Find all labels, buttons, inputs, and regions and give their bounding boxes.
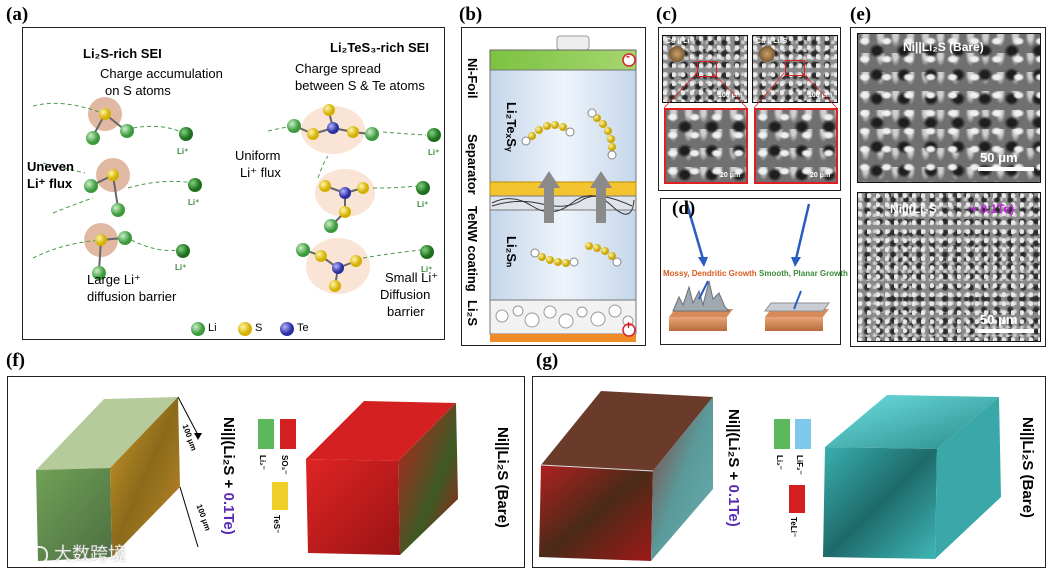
- sem-bare-scalebar: [978, 167, 1034, 171]
- sem-cu-li-zoom: 20 μm: [664, 108, 748, 184]
- plus-sign: +: [625, 318, 632, 332]
- li2tes3-sei-title: Li₂TeS₃-rich SEI: [330, 40, 429, 55]
- right-note-1: Charge spread: [295, 61, 381, 76]
- panel-c-label: (c): [656, 4, 677, 26]
- cu-li2s-scale: 100 μm: [808, 92, 832, 99]
- panel-e-frame: Ni||Li₂S (Bare) 50 μm Ni||(Li₂S + 0.1Te)…: [850, 27, 1046, 347]
- legend-lif2-label: LiF₂⁻: [795, 455, 804, 475]
- f-bare-label: Ni||Li₂S (Bare): [494, 427, 511, 528]
- legend-li-atom: [191, 322, 205, 336]
- legend-s-atom: [238, 322, 252, 336]
- sem-te: Ni||(Li₂S + 0.1Te) 50 μm: [857, 192, 1041, 342]
- left-note-1: Charge accumulation: [100, 66, 223, 81]
- battery-diagram: [462, 28, 645, 345]
- legend-teli-label: TeLi⁻: [789, 517, 798, 537]
- separator-label: Separator: [465, 134, 480, 195]
- tof-sims-cubes-g: [533, 377, 1045, 567]
- mossy-growth-label: Mossy, Dendritic Growth: [663, 269, 757, 278]
- legend-te-label: Te: [297, 322, 309, 334]
- legend-teli-swatch: [789, 485, 805, 513]
- panel-d-frame: Mossy, Dendritic Growth Smooth, Planar G…: [660, 198, 841, 345]
- sem-cu-li2s-zoom: 20 μm: [754, 108, 838, 184]
- sem-bare-scale: 50 μm: [980, 150, 1018, 165]
- left-note-2: on S atoms: [105, 83, 171, 98]
- panel-f-label: (f): [6, 350, 25, 372]
- tof-sims-cubes-f: [8, 377, 524, 567]
- large-barrier-1: Large Li⁺: [87, 272, 141, 288]
- watermark-logo-icon: [10, 546, 48, 564]
- panel-a-frame: Li₂S-rich SEI Charge accumulation on S a…: [22, 27, 445, 340]
- small-barrier-3: barrier: [387, 304, 425, 319]
- sem-bare-title: Ni||Li₂S (Bare): [903, 40, 984, 54]
- panel-a-label: (a): [6, 4, 28, 26]
- li-ion-label-3: Li⁺: [175, 263, 186, 272]
- sem-te-scale: 50 μm: [980, 312, 1018, 327]
- g-side-label-a: Ni||(Li₂S + 0.1Te): [725, 409, 742, 527]
- li2tes-label: Li₂TeₓSᵧ: [504, 102, 519, 152]
- cu-li-zoom-scale: 20 μm: [720, 172, 740, 179]
- li2sn-label: Li₂Sₙ: [504, 236, 519, 267]
- cu-li-label: Cu || Li: [666, 38, 689, 45]
- li2tes3-cluster-2: [315, 156, 418, 233]
- panel-c-frame: Cu || Li 100 μm Cu || Li₂S 100 μm 20 μm …: [658, 27, 841, 191]
- panel-g-label: (g): [536, 350, 558, 372]
- sem-cu-li2s-top: Cu || Li₂S 100 μm: [752, 35, 838, 103]
- li-ion-label-6: Li⁺: [421, 265, 432, 274]
- cu-li2s-zoom-box: [785, 60, 805, 76]
- cu-li2s-label: Cu || Li₂S: [756, 38, 787, 45]
- li-ion-label-4: Li⁺: [428, 148, 439, 157]
- legend-so3-label: SO₃⁻: [280, 455, 289, 474]
- large-barrier-2: diffusion barrier: [87, 289, 176, 304]
- panel-b-label: (b): [459, 4, 482, 26]
- uneven-label-2: Li⁺ flux: [27, 176, 72, 192]
- cu-li-photo: [669, 46, 685, 62]
- cu-li2s-photo: [759, 46, 775, 62]
- uniform-label-2: Li⁺ flux: [240, 165, 281, 181]
- li-ion-label-1: Li⁺: [177, 147, 188, 156]
- planar-growth-label: Smooth, Planar Growth: [759, 269, 848, 278]
- li2s-cluster-2: [84, 158, 193, 217]
- f-side-label-a: Ni||(Li₂S + 0.1Te): [220, 417, 237, 535]
- tenw-label: TeNW coating: [465, 206, 480, 292]
- li2tes3-cluster-1: [268, 104, 379, 154]
- watermark: 大数跨境: [10, 540, 126, 566]
- g-bare-label: Ni||Li₂S (Bare): [1019, 417, 1036, 518]
- sem-te-scalebar: [978, 329, 1034, 333]
- li-ion-label-5: Li⁺: [417, 200, 428, 209]
- li2s-cluster-1: [33, 97, 183, 145]
- legend-tes-swatch: [272, 482, 288, 510]
- panel-e-label: (e): [850, 4, 871, 26]
- li2s-sei-title: Li₂S-rich SEI: [83, 46, 162, 61]
- legend-s-label: S: [255, 322, 262, 334]
- sem-bare: Ni||Li₂S (Bare) 50 μm: [857, 33, 1041, 183]
- cu-li-scale: 100 μm: [718, 92, 742, 99]
- legend-li2-label: Li₂⁻: [258, 455, 267, 470]
- right-note-2: between S & Te atoms: [295, 78, 425, 93]
- panel-d-label: (d): [672, 198, 695, 220]
- legend-g-li2-label: Li₂⁻: [775, 455, 784, 470]
- sem-cu-li-top: Cu || Li 100 μm: [662, 35, 748, 103]
- li2s-label: Li₂S: [465, 300, 480, 326]
- ni-foil-label: Ni-Foil: [465, 58, 480, 98]
- legend-te-atom: [280, 322, 294, 336]
- li-ion-label-2: Li⁺: [188, 198, 199, 207]
- uniform-label-1: Uniform: [235, 148, 281, 163]
- legend-li-label: Li: [208, 322, 217, 334]
- panel-g-frame: Ni||(Li₂S + 0.1Te) Li₂⁻ LiF₂⁻ TeLi⁻ Ni||…: [532, 376, 1046, 568]
- sem-te-title-b: + 0.1Te): [970, 202, 1014, 216]
- panel-b-frame: - + Ni-Foil Separator TeNW coating Li₂S …: [461, 27, 646, 346]
- legend-tes-label: TeS⁻: [272, 515, 281, 533]
- legend-lif2-swatch: [795, 419, 811, 449]
- minus-sign: -: [626, 49, 630, 63]
- legend-so3-swatch: [280, 419, 296, 449]
- legend-g-li2-swatch: [774, 419, 790, 449]
- cu-li2s-zoom-scale: 20 μm: [810, 172, 830, 179]
- uneven-label-1: Uneven: [27, 159, 74, 174]
- sem-te-title-a: Ni||(Li₂S: [890, 202, 937, 216]
- cu-li-zoom-box: [697, 61, 717, 77]
- small-barrier-2: Diffusion: [380, 287, 430, 302]
- legend-li2-swatch: [258, 419, 274, 449]
